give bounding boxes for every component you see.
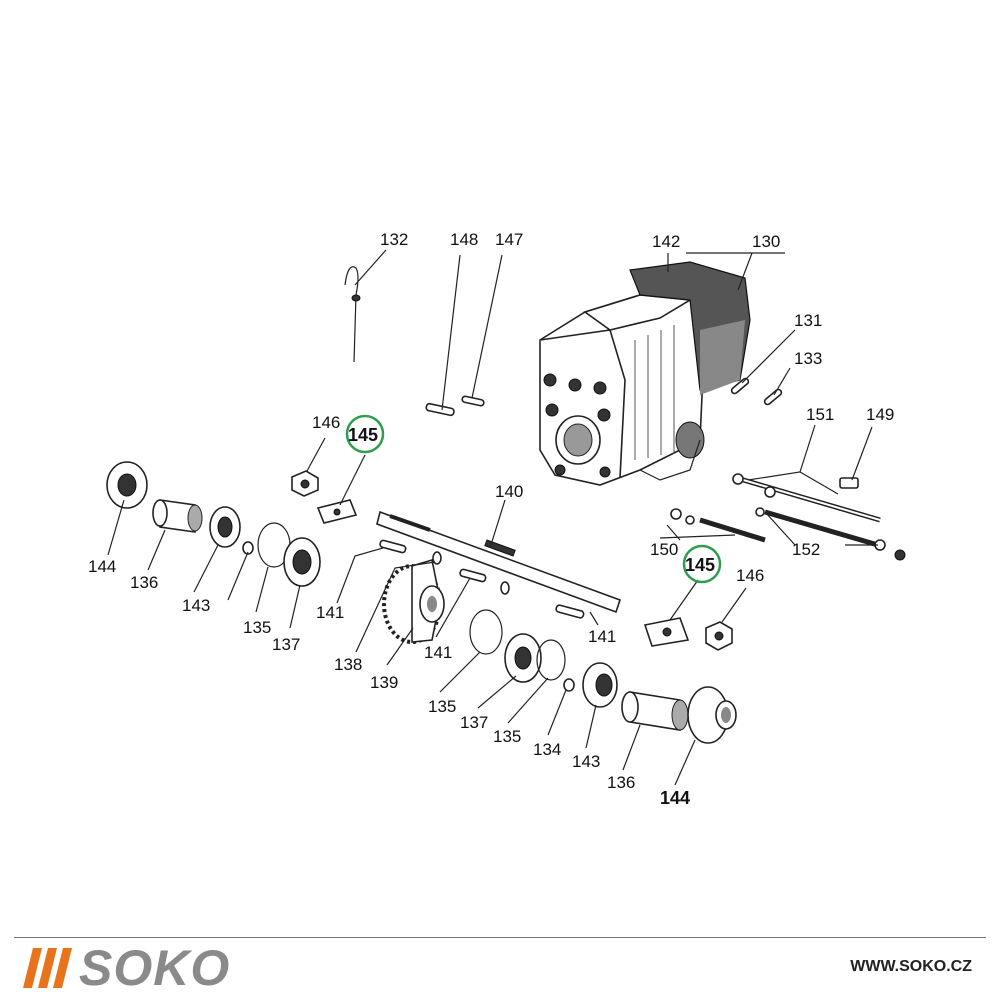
label-147: 147 [495,230,523,249]
label-131: 131 [794,311,822,330]
label-135-left: 135 [243,618,271,637]
keys [379,539,585,619]
brand-name: SOKO [79,940,231,996]
label-133: 133 [794,349,822,368]
label-145-right: 145 [685,555,715,575]
label-137-right: 137 [460,713,488,732]
gearbox-housing [539,261,751,486]
label-144-right: 144 [660,788,690,808]
label-135-right-b: 135 [493,727,521,746]
website-link[interactable]: WWW.SOKO.CZ [850,958,972,975]
label-141-right: 141 [588,627,616,646]
label-141-middle: 141 [424,643,452,662]
label-150: 150 [650,540,678,559]
label-130: 130 [752,232,780,251]
label-146-left: 146 [312,413,340,432]
washers-and-nuts [291,470,733,651]
label-142: 142 [652,232,680,251]
exploded-parts-diagram: 132 148 147 142 130 131 133 151 149 146 … [88,230,906,808]
label-151: 151 [806,405,834,424]
right-bearing-assembly [469,609,737,744]
label-137-left: 137 [272,635,300,654]
part-labels: 132 148 147 142 130 131 133 151 149 146 … [88,230,894,808]
label-152: 152 [792,540,820,559]
soko-logo[interactable]: SOKO [23,940,231,996]
label-134: 134 [533,740,561,759]
studs-and-bolts [670,473,906,561]
leader-lines [107,249,878,786]
pins-148-147 [425,395,485,417]
label-141-left: 141 [316,603,344,622]
label-138: 138 [334,655,362,674]
gear [382,551,510,644]
label-145-left: 145 [348,425,378,445]
label-146-right: 146 [736,566,764,585]
label-143-right: 143 [572,752,600,771]
pins-131-133 [730,377,783,406]
label-149: 149 [866,405,894,424]
highlight-circle-145-left [345,414,385,454]
shaft [376,510,622,614]
label-136-right: 136 [607,773,635,792]
label-132: 132 [380,230,408,249]
label-144-left: 144 [88,557,116,576]
label-135-right-a: 135 [428,697,456,716]
highlight-circle-145-right [682,544,722,584]
dipstick [344,266,361,363]
left-bearing-assembly [106,461,321,587]
label-143-left: 143 [182,596,210,615]
logo-bars-icon [23,948,72,988]
label-139: 139 [370,673,398,692]
footer-divider [14,937,986,938]
label-148: 148 [450,230,478,249]
label-140: 140 [495,482,523,501]
label-136-left: 136 [130,573,158,592]
